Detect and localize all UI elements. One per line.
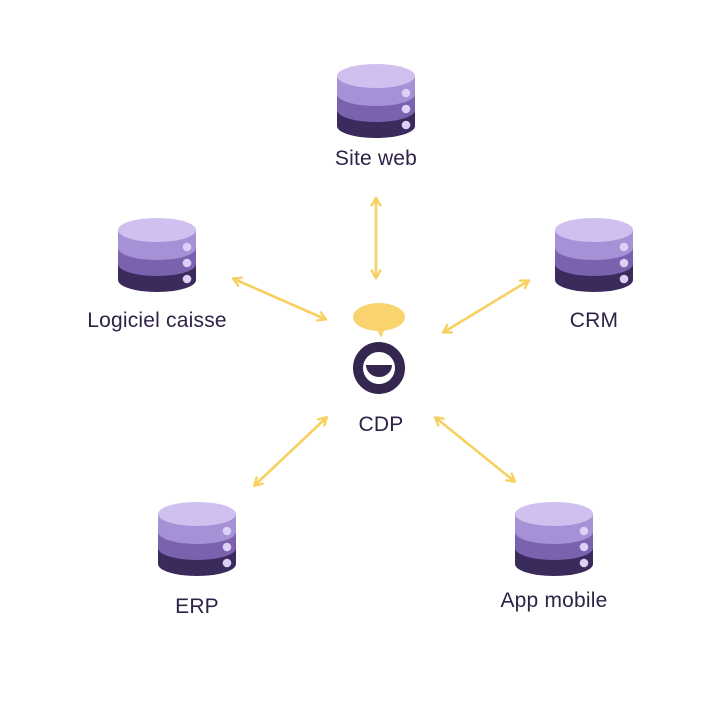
- cdp-icon: [353, 303, 405, 394]
- center-label-cdp: CDP: [358, 413, 404, 436]
- node-label-crm: CRM: [569, 309, 619, 332]
- arrow-app-mobile-cdp: [436, 418, 514, 481]
- database-icon-logiciel-caisse: [118, 218, 196, 292]
- database-icon-erp: [158, 502, 236, 576]
- node-label-logiciel-caisse: Logiciel caisse: [87, 309, 227, 332]
- node-label-site-web: Site web: [334, 147, 418, 170]
- node-label-app-mobile: App mobile: [500, 589, 608, 612]
- arrow-crm-cdp: [444, 281, 528, 332]
- smiling-face-icon: [353, 342, 405, 394]
- database-icon-site-web: [337, 64, 415, 138]
- speech-bubble-icon: [353, 303, 405, 338]
- connections: [234, 199, 528, 485]
- node-label-erp: ERP: [175, 595, 219, 618]
- database-icon-crm: [555, 218, 633, 292]
- arrow-erp-cdp: [255, 418, 326, 485]
- database-icon-app-mobile: [515, 502, 593, 576]
- arrow-logiciel-caisse-cdp: [234, 279, 325, 319]
